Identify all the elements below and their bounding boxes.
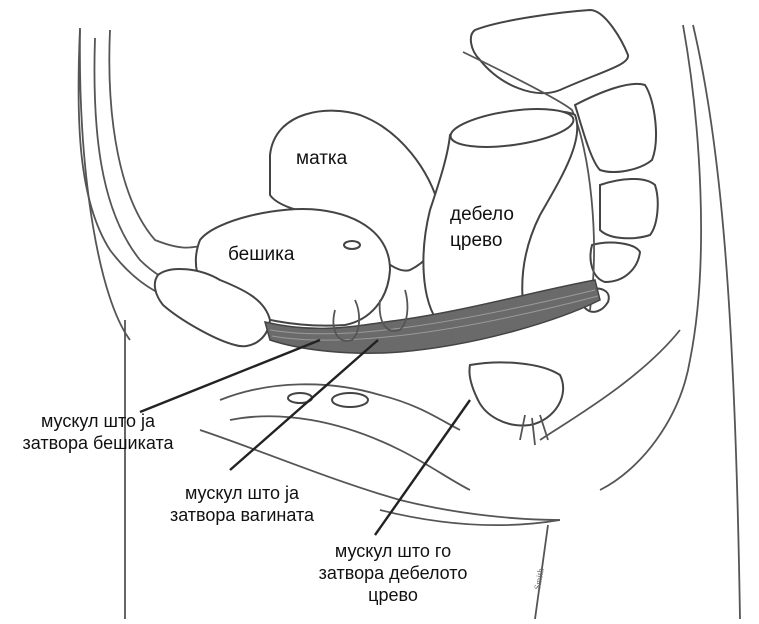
back-line-1: [599, 24, 702, 491]
callout-bladder-muscle: мускул што ја затвора бешиката: [0, 410, 196, 454]
callout-colon-muscle-line2: затвора дебелото: [318, 563, 468, 583]
label-colon-line2: црево: [450, 230, 503, 251]
outer-wall: [78, 29, 131, 341]
abdominal-wall-line-3: [108, 29, 201, 249]
sacrum-inner-line: [539, 329, 681, 441]
vertebra-3: [599, 178, 659, 240]
pointer-vagina-muscle: [229, 339, 379, 471]
vagina: [378, 289, 409, 332]
callout-colon-muscle-line1: мускул што го: [334, 541, 452, 561]
label-bladder: бешика: [228, 244, 295, 265]
pointer-colon-muscle: [374, 399, 471, 536]
vertebra-1: [469, 8, 629, 95]
vaginal-opening: [331, 392, 369, 408]
callout-vagina-muscle-line2: затвора вагината: [169, 505, 315, 525]
vertebra-4: [589, 241, 642, 284]
urethra: [332, 299, 361, 342]
label-uterus: матка: [296, 148, 348, 169]
label-colon-line1: дебело: [450, 204, 514, 225]
callout-vagina-muscle-line1: мускул што ја: [184, 483, 300, 503]
muscle-fiber-2: [271, 295, 599, 341]
vertebra-2: [573, 82, 657, 173]
anal-canal: [468, 361, 565, 427]
artist-signature: Smith: [532, 567, 546, 590]
abdominal-wall-line-1: [77, 27, 196, 306]
pubic-bone: [153, 268, 272, 348]
thigh-line: [534, 524, 549, 620]
callout-bladder-muscle-line1: мускул што ја: [40, 411, 156, 431]
back-line-2: [692, 24, 741, 620]
callout-colon-muscle: мускул што го затвора дебелото црево: [296, 540, 490, 606]
colon-opening: [449, 108, 575, 148]
labia-line-2: [229, 415, 471, 491]
buttock-line: [379, 509, 561, 527]
pointer-bladder-muscle: [139, 338, 321, 414]
anal-folds: [519, 414, 549, 446]
callout-colon-muscle-line3: црево: [368, 585, 418, 605]
labia-line-1: [219, 383, 461, 431]
callout-bladder-muscle-line2: затвора бешиката: [22, 433, 174, 453]
callout-vagina-muscle: мускул што ја затвора вагината: [148, 482, 336, 526]
pelvic-floor-muscle: [263, 279, 601, 354]
ureter-opening: [343, 240, 361, 250]
